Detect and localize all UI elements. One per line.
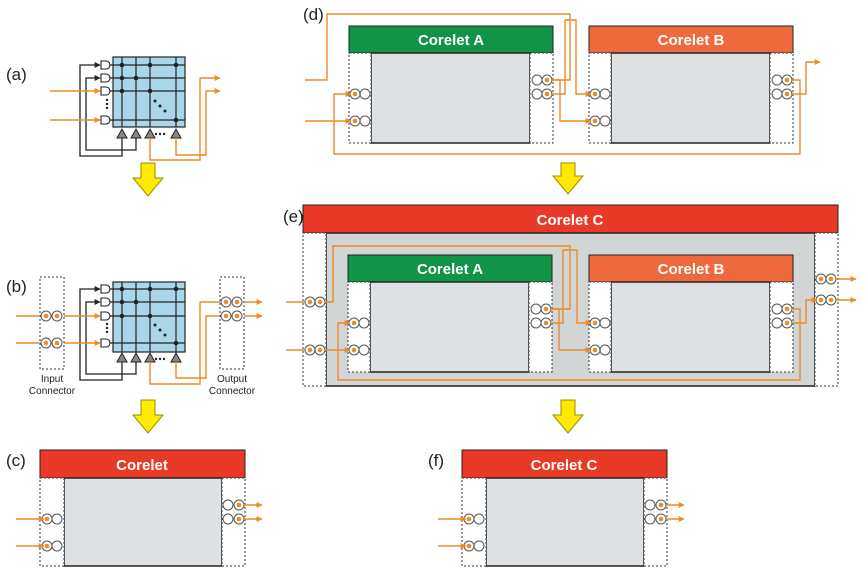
panel-d: (d) Corelet A Corelet B — [303, 5, 821, 155]
connector-pin-icon — [348, 303, 552, 356]
panel-c: (c) Corelet — [6, 449, 263, 567]
inner-corelet-a-title: Corelet A — [417, 261, 483, 278]
corelet-title: Corelet — [116, 457, 168, 474]
panel-b: (b) — [6, 276, 263, 397]
output-connector — [219, 276, 245, 370]
neuron-triangle-icon — [116, 127, 182, 139]
axon-buffer-icon — [100, 60, 111, 125]
panel-label-c-text: (c) — [6, 451, 26, 470]
panel-label-e: (e) — [283, 207, 304, 226]
down-arrow-icon — [551, 162, 585, 195]
neurosynaptic-core-b — [100, 281, 186, 363]
corelet-c-header — [302, 204, 839, 234]
neuron-triangle-icon — [116, 351, 182, 363]
inner-corelet-a: Corelet A — [347, 254, 553, 373]
connector-pin-icon — [40, 310, 63, 349]
corelet-c-title-f: Corelet C — [531, 457, 598, 474]
panel-label-b: (b) — [6, 277, 27, 296]
neurosynaptic-core-a — [100, 56, 186, 139]
connector-pin-icon — [220, 296, 243, 322]
down-arrow-icon — [131, 162, 165, 197]
inner-corelet-b: Corelet B — [588, 254, 794, 373]
panel-label-f: (f) — [428, 451, 444, 470]
corelet-b-title: Corelet B — [658, 32, 725, 49]
corelet-c-input-connector — [302, 232, 327, 387]
inner-corelet-b-title: Corelet B — [658, 261, 725, 278]
panel-e: (e) Corelet C Corelet A Corelet B — [283, 204, 857, 387]
orange-wires-c — [16, 502, 263, 549]
corelet-body — [63, 477, 223, 567]
input-connector — [39, 276, 65, 370]
corelet-header — [39, 449, 246, 479]
corelet-c-pins — [304, 273, 837, 356]
corelet-c-output-connector — [814, 232, 839, 387]
corelet-a-title: Corelet A — [418, 32, 484, 49]
panel-label-d: (d) — [303, 5, 324, 24]
synapse-dots — [105, 286, 179, 361]
corelet-c-title: Corelet C — [537, 212, 604, 229]
internal-wires-a — [79, 62, 137, 157]
orange-wires-f — [438, 502, 685, 549]
orange-wires-e — [286, 245, 857, 381]
axon-buffer-icon — [100, 284, 111, 348]
internal-wires-b — [79, 286, 137, 381]
panel-label-a: (a) — [6, 65, 27, 84]
corelet-c-body-f — [485, 477, 645, 567]
corelet-a: Corelet A — [348, 25, 554, 144]
orange-wires-a — [50, 75, 221, 161]
down-arrow-icon — [551, 399, 585, 434]
synapse-dots — [105, 62, 179, 136]
orange-wires-d — [305, 13, 821, 155]
panel-f: (f) Corelet C — [428, 449, 685, 567]
down-arrow-icon — [131, 399, 165, 434]
orange-wires-b — [16, 299, 263, 385]
connector-pin-icon — [589, 74, 793, 127]
panel-a: (a) — [6, 56, 221, 161]
connector-pin-icon — [589, 303, 793, 356]
corelet-b: Corelet B — [588, 25, 794, 144]
